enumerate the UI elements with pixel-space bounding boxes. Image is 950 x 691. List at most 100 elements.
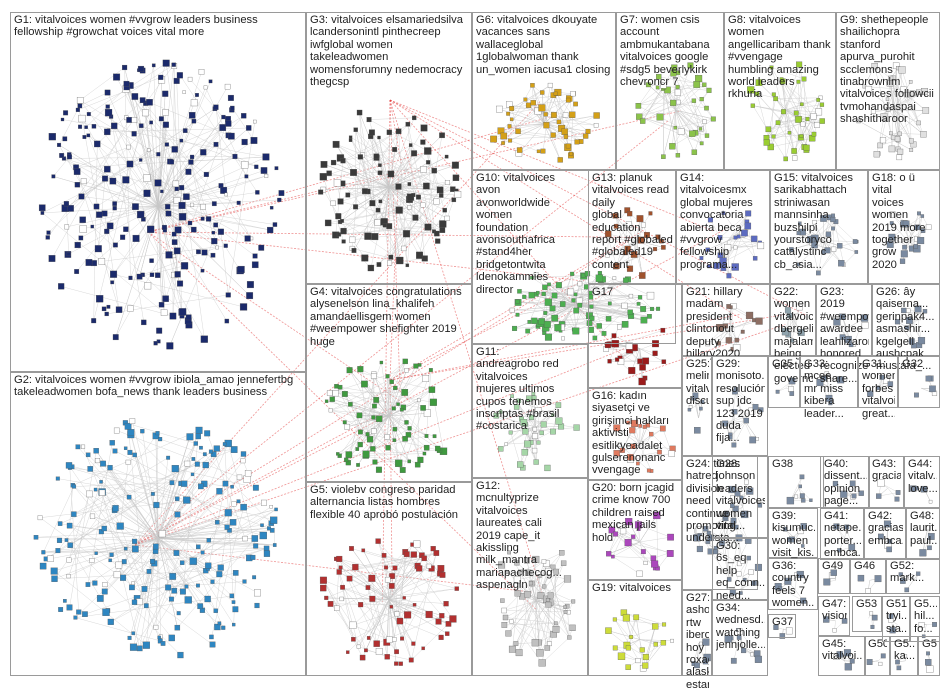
group-label-g55: G5... hil... fo...: [914, 598, 937, 635]
group-box-g41: G41: netape... porter... embca...: [820, 508, 864, 560]
group-label-g38: G38: [772, 458, 821, 470]
group-label-g47: G47: vision...: [822, 598, 847, 623]
group-label-g53: G53: [856, 598, 879, 610]
group-label-g49: G49: [822, 560, 847, 572]
group-label-g20: G20: born jcagid crime know 700 children…: [592, 482, 679, 544]
group-label-g21: G21: hillary madam president clintonout …: [686, 286, 767, 360]
group-label-g8: G8: vitalvoices women angellicaribam tha…: [728, 14, 833, 101]
group-box-g40: G40: dissent... opinion page...: [820, 456, 870, 508]
group-box-g11: G11: andreagrobo red vitalvoices mujeres…: [472, 344, 588, 478]
group-label-g4: G4: vitalvoices congratulations alysenel…: [310, 286, 469, 348]
group-label-g30: G30: 6s_eq help eq_conn... need...: [716, 540, 765, 602]
group-label-g32: G32: [902, 358, 937, 370]
group-box-g49: G49: [818, 558, 850, 594]
group-label-g40: G40: dissent... opinion page...: [824, 458, 867, 508]
group-label-g18: G18: o ü vital voices women 2019 more to…: [872, 172, 937, 271]
group-label-g28: G28: johnson leaders vitalvoices women v…: [716, 458, 765, 532]
group-label-g29: G29: monisoto... resolución sup jdc 123 …: [716, 358, 765, 445]
group-label-g37: G37: [772, 616, 793, 628]
group-box-g14: G14: vitalvoicesmx global mujeres convoc…: [676, 170, 770, 284]
group-box-g28: G28: johnson leaders vitalvoices women v…: [712, 456, 768, 538]
group-box-g31: G31: women forbes vitalvoi... great...: [858, 356, 898, 408]
group-label-g5: G5: violebv congreso paridad alternancia…: [310, 484, 469, 521]
group-label-g9: G9: shethepeople shailichopra stanford a…: [840, 14, 937, 126]
group-box-g22: G22: women vitalvoices dbergeline majala…: [770, 284, 816, 356]
group-label-g19: G19: vitalvoices: [592, 582, 679, 594]
group-label-g14: G14: vitalvoicesmx global mujeres convoc…: [680, 172, 767, 271]
group-box-g33: G33: mcee... mr miss kibera leader...: [800, 356, 858, 408]
group-box-g2: G2: vitalvoices women #vvgrow ibiola_ama…: [10, 372, 306, 676]
group-label-g56: G5... ka...: [894, 638, 915, 663]
group-box-g4: G4: vitalvoices congratulations alysenel…: [306, 284, 472, 482]
group-label-g36: G36: country feels 7 women...: [772, 560, 815, 610]
group-label-g42: G42: gracias embca...: [868, 510, 903, 547]
group-box-g42: G42: gracias embca...: [864, 508, 906, 560]
group-box-g37: G37: [768, 614, 796, 638]
group-box-g38: G38: [768, 456, 824, 508]
group-box-g15: G15: vitalvoices sarikabhattach striniwa…: [770, 170, 868, 284]
group-box-g13: G13: planuk vitalvoices read daily globa…: [588, 170, 676, 284]
group-label-g6: G6: vitalvoices dkouyate vacances sans w…: [476, 14, 613, 76]
group-box-g16: G16: kadın siyasetçi ve girişimci haklar…: [588, 388, 682, 480]
group-label-g11: G11: andreagrobo red vitalvoices mujeres…: [476, 346, 585, 433]
group-box-g26: G26: ây qaiserna... gerinpak4... asmashi…: [872, 284, 940, 356]
group-label-g3: G3: vitalvoices elsamariedsilva lcanders…: [310, 14, 469, 88]
group-box-g36: G36: country feels 7 women...: [768, 558, 818, 610]
group-box-g18: G18: o ü vital voices women 2019 more to…: [868, 170, 940, 284]
group-box-g5: G5: violebv congreso paridad alternancia…: [306, 482, 472, 676]
group-label-g16: G16: kadın siyasetçi ve girişimci haklar…: [592, 390, 679, 477]
group-box-g32: G32: [898, 356, 940, 408]
group-label-g43: G43: gracias: [872, 458, 901, 483]
group-label-g13: G13: planuk vitalvoices read daily globa…: [592, 172, 673, 271]
group-box-g21: G21: hillary madam president clintonout …: [682, 284, 770, 356]
group-label-g7: G7: women csis account ambmukantabana vi…: [620, 14, 721, 88]
group-box-g7: G7: women csis account ambmukantabana vi…: [616, 12, 724, 170]
group-box-g1: G1: vitalvoices women #vvgrow leaders bu…: [10, 12, 306, 372]
group-box-g45: G45: vitalvoi...: [818, 636, 866, 676]
group-label-g39: G39: kisumuc... women visit_kis...: [772, 510, 815, 560]
group-box-g27: G27: ashoka rtw ibero909f... hoy roxagui…: [682, 590, 712, 676]
group-label-g31: G31: women forbes vitalvoi... great...: [862, 358, 895, 420]
group-box-g47: G47: vision...: [818, 596, 850, 636]
group-label-g25: G25: melindag... vitalvoices discussing: [686, 358, 709, 408]
group-box-g52: G52: mark...: [886, 558, 940, 594]
group-box-g25: G25: melindag... vitalvoices discussing: [682, 356, 712, 456]
group-box-g3: G3: vitalvoices elsamariedsilva lcanders…: [306, 12, 472, 284]
group-box-g17: G17: [588, 284, 682, 388]
group-box-g50: G50: [864, 636, 890, 676]
group-box-g53: G53: [852, 596, 882, 632]
group-label-g12: G12: mcnultyprize vitalvoices laureates …: [476, 480, 585, 592]
group-box-g54: G54: [918, 636, 940, 676]
group-box-g12: G12: mcnultyprize vitalvoices laureates …: [472, 478, 588, 676]
group-label-g52: G52: mark...: [890, 560, 937, 585]
group-label-g2: G2: vitalvoices women #vvgrow ibiola_ama…: [14, 374, 303, 399]
group-box-g6: G6: vitalvoices dkouyate vacances sans w…: [472, 12, 616, 170]
group-box-g46: G46: [850, 558, 886, 594]
group-box-g48: G48: laurit... paul...: [906, 508, 940, 560]
group-box-g39: G39: kisumuc... women visit_kis...: [768, 508, 818, 558]
group-box-g43: G43: gracias: [868, 456, 904, 508]
group-box-g30: G30: 6s_eq help eq_conn... need...: [712, 538, 768, 600]
group-label-g35: G35: [772, 358, 797, 370]
group-box-g8: G8: vitalvoices women angellicaribam tha…: [724, 12, 836, 170]
group-box-g20: G20: born jcagid crime know 700 children…: [588, 480, 682, 580]
group-box-g56: G5... ka...: [890, 636, 918, 676]
group-box-g9: G9: shethepeople shailichopra stanford a…: [836, 12, 940, 170]
group-label-g27: G27: ashoka rtw ibero909f... hoy roxagui…: [686, 592, 709, 691]
group-label-g34: G34: wednesd... watching jennjolle...: [716, 602, 765, 652]
group-box-g19: G19: vitalvoices: [588, 580, 682, 676]
group-label-g45: G45: vitalvoi...: [822, 638, 863, 663]
group-label-g46: G46: [854, 560, 883, 572]
group-label-g44: G44: vitalv... love...: [908, 458, 937, 495]
group-label-g51: G51: tryi... sta...: [886, 598, 907, 635]
group-label-g17: G17: [592, 286, 679, 298]
group-label-g41: G41: netape... porter... embca...: [824, 510, 861, 560]
group-box-g44: G44: vitalv... love...: [904, 456, 940, 508]
group-box-g35: G35: [768, 356, 800, 408]
group-label-g15: G15: vitalvoices sarikabhattach striniwa…: [774, 172, 865, 271]
group-label-g1: G1: vitalvoices women #vvgrow leaders bu…: [14, 14, 303, 39]
group-box-g34: G34: wednesd... watching jennjolle...: [712, 600, 768, 676]
group-box-g29: G29: monisoto... resolución sup jdc 123 …: [712, 356, 768, 456]
group-box-g23: G23: 2019 #weempow... awardee leahlizaro…: [816, 284, 872, 356]
